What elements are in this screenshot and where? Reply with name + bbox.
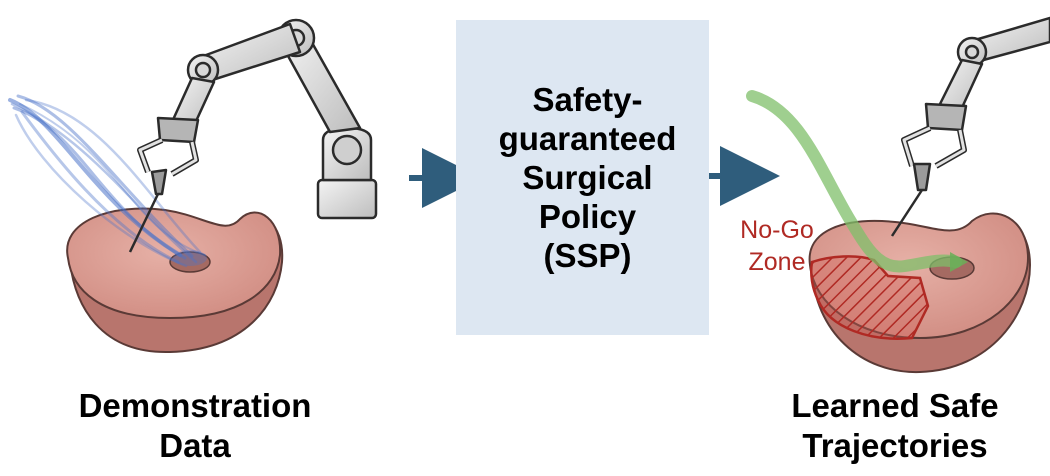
no-go-zone-label: No-Go Zone	[722, 214, 832, 278]
no-go-zone	[810, 255, 930, 340]
right-caption: Learned Safe Trajectories	[745, 386, 1045, 466]
policy-title-line: Policy	[538, 198, 637, 235]
safe-trajectory	[746, 90, 968, 273]
policy-title-line: Surgical	[522, 159, 653, 196]
no-go-label-line: Zone	[748, 248, 806, 276]
policy-title-line: guaranteed	[498, 120, 677, 157]
left-robot-arm	[128, 18, 378, 253]
policy-title-line: (SSP)	[543, 237, 632, 274]
right-caption-line: Learned Safe	[791, 387, 999, 424]
no-go-label-line: No-Go	[740, 216, 814, 244]
left-tissue	[66, 207, 284, 354]
left-caption: Demonstration Data	[40, 386, 350, 466]
right-caption-line: Trajectories	[802, 427, 988, 464]
left-caption-line: Demonstration	[78, 387, 312, 424]
policy-title: Safety- guaranteed Surgical Policy (SSP)	[489, 80, 677, 275]
left-caption-line: Data	[159, 427, 231, 464]
demonstration-trajectories	[8, 94, 207, 268]
policy-box: Safety- guaranteed Surgical Policy (SSP)	[456, 20, 709, 335]
policy-title-line: Safety-	[532, 81, 643, 118]
right-robot-arm	[890, 16, 1050, 237]
